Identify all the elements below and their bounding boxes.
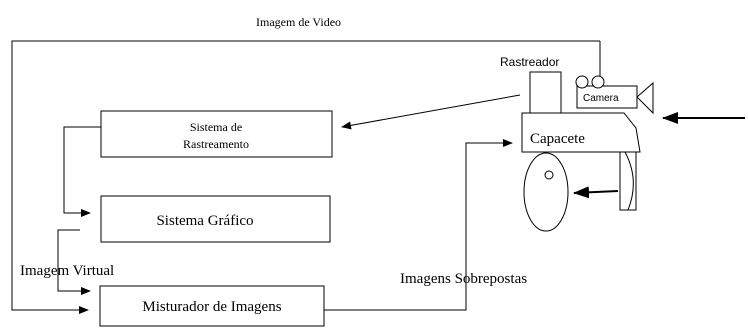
camera-reel-right-icon (591, 75, 605, 89)
graphics-system-box (100, 195, 331, 243)
rotation-arrow (573, 186, 619, 199)
graphics-to-mixer-connector (57, 229, 91, 295)
helmet-label: Capacete (530, 131, 585, 147)
tracking-system-label-line1: Sistema de (190, 120, 242, 134)
mixer-to-helmet-connector (324, 139, 513, 311)
overlaid-images-label: Imagens Sobrepostas (400, 271, 527, 287)
tracking-system-label-line2: Rastreamento (183, 137, 249, 151)
head-ellipse (523, 152, 569, 232)
virtual-image-label: Imagem Virtual (20, 263, 114, 279)
video-image-connector (11, 40, 600, 314)
tracking-to-graphics-connector (63, 126, 101, 217)
helmet-visor-curve (624, 151, 634, 211)
video-image-label: Imagem de Video (256, 15, 341, 29)
eye-icon (544, 170, 554, 180)
helmet-shape (521, 112, 641, 153)
tracking-system-box (100, 110, 333, 158)
tracker-box (529, 71, 562, 117)
camera-lens (636, 81, 654, 115)
graphics-system-label: Sistema Gráfico (156, 213, 253, 229)
image-mixer-label: Misturador de Imagens (142, 299, 281, 315)
tracker-label: Rastreador (500, 55, 559, 69)
camera-reel-left-icon (575, 75, 589, 89)
image-mixer-box (99, 285, 325, 327)
camera-label: Camera (583, 93, 619, 104)
tracker-to-tracking-arrow (341, 94, 521, 130)
